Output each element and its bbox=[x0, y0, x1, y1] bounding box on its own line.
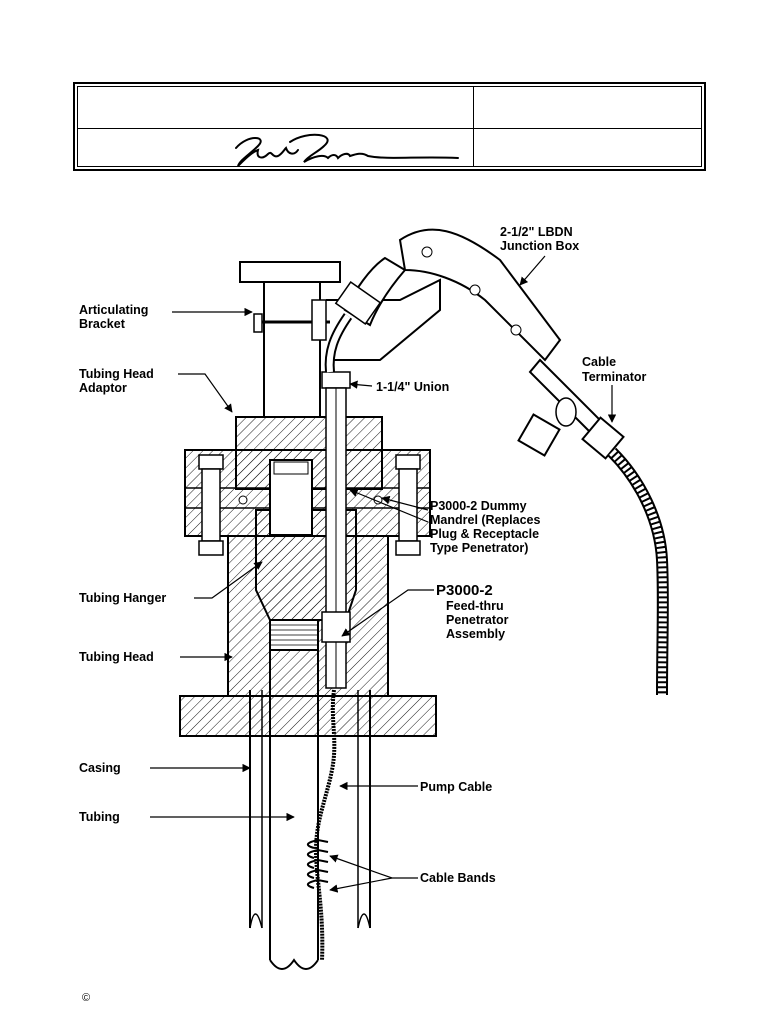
label-articulating-1: Articulating bbox=[79, 303, 148, 317]
flange-bolts bbox=[198, 454, 421, 556]
table-column-divider bbox=[473, 87, 474, 166]
feed-thru-penetrator bbox=[321, 371, 351, 689]
label-feed-1: P3000-2 bbox=[436, 582, 493, 599]
label-articulating-2: Bracket bbox=[79, 317, 126, 331]
junction-box bbox=[324, 228, 562, 373]
table-row-divider bbox=[78, 128, 701, 129]
leader-lines bbox=[150, 255, 617, 893]
label-adaptor-2: Adaptor bbox=[79, 381, 127, 395]
label-dummy-4: Type Penetrator) bbox=[430, 541, 528, 555]
casing-and-tubing bbox=[249, 650, 371, 970]
pump-cable bbox=[313, 689, 337, 961]
label-junction-box-1: 2-1/2" LBDN bbox=[500, 225, 573, 239]
diagram-labels: 2-1/2" LBDN Junction Box Articulating Br… bbox=[79, 225, 646, 885]
signature-table-inner bbox=[77, 86, 702, 167]
label-cable-bands: Cable Bands bbox=[420, 871, 496, 885]
cable-terminator bbox=[517, 358, 669, 696]
label-casing: Casing bbox=[79, 761, 121, 775]
label-hanger: Tubing Hanger bbox=[79, 591, 166, 605]
signature-table bbox=[73, 82, 706, 171]
label-dummy-1: P3000-2 Dummy bbox=[430, 499, 527, 513]
articulating-bracket bbox=[253, 278, 441, 361]
label-junction-box-2: Junction Box bbox=[500, 239, 579, 253]
label-adaptor-1: Tubing Head bbox=[79, 367, 154, 381]
handwritten-signature bbox=[235, 133, 459, 167]
label-cable-terminator-1: Cable bbox=[582, 355, 616, 369]
label-feed-2: Feed-thru bbox=[446, 599, 504, 613]
label-feed-3: Penetrator bbox=[446, 613, 509, 627]
label-tubing: Tubing bbox=[79, 810, 120, 824]
label-cable-terminator-2: Terminator bbox=[582, 370, 646, 384]
label-union: 1-1/4" Union bbox=[376, 380, 449, 394]
label-tubing-head: Tubing Head bbox=[79, 650, 154, 664]
label-dummy-3: Plug & Receptacle bbox=[430, 527, 539, 541]
copyright-mark: © bbox=[82, 992, 91, 1004]
label-pump-cable: Pump Cable bbox=[420, 780, 492, 794]
label-feed-4: Assembly bbox=[446, 627, 505, 641]
label-dummy-2: Mandrel (Replaces bbox=[430, 513, 541, 527]
